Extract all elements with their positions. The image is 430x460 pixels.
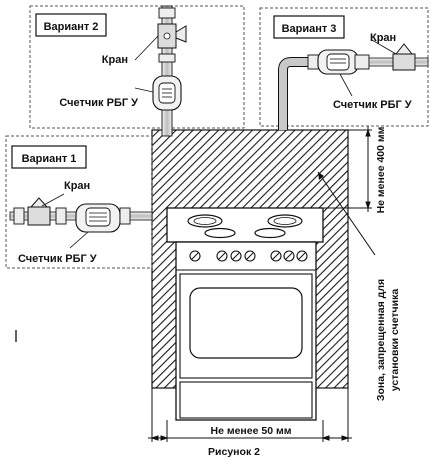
height-dimension-label: Не менее 400 мм: [375, 126, 387, 213]
variant-3-meter-icon: [307, 49, 370, 75]
control-knobs: [189, 250, 308, 262]
oven-window: [189, 287, 303, 359]
variant-1-meter-icon: [75, 203, 131, 233]
variant-1-meter-label: Счетчик РБГ У: [18, 253, 97, 265]
width-dimension: [148, 388, 352, 442]
variant-2-tap-icon: [157, 23, 187, 49]
variant-3-group: [259, 7, 429, 130]
zone-pointer-line: [317, 171, 376, 256]
variant-2-meter-icon: [152, 75, 182, 111]
variant-1-title: Вариант 1: [22, 153, 77, 165]
forbidden-zone-label-line2: установки счетчика: [389, 289, 401, 392]
figure-caption: Рисунок 2: [208, 446, 260, 458]
variant-3-title: Вариант 3: [282, 23, 337, 35]
burners: [187, 214, 303, 239]
forbidden-zone-label-line1: Зона, запрещенная для: [375, 279, 387, 401]
variant-1-group: [5, 135, 153, 269]
variant-2-tap-label: Кран: [102, 54, 128, 66]
variant-1-tap-label: Кран: [64, 180, 90, 192]
variant-2-group: [29, 5, 245, 137]
variant-1-tap-icon: [27, 197, 51, 226]
gas-stove: [166, 207, 324, 421]
variant-3-tap-label: Кран: [370, 32, 396, 44]
height-dimension: [323, 126, 372, 212]
width-dimension-label: Не менее 50 мм: [210, 425, 291, 437]
variant-2-title: Вариант 2: [44, 21, 99, 33]
variant-3-tap-icon: [392, 43, 429, 71]
variant-2-meter-label: Счетчик РБГ У: [59, 97, 138, 109]
variant-3-meter-label: Счетчик РБГ У: [333, 99, 412, 111]
